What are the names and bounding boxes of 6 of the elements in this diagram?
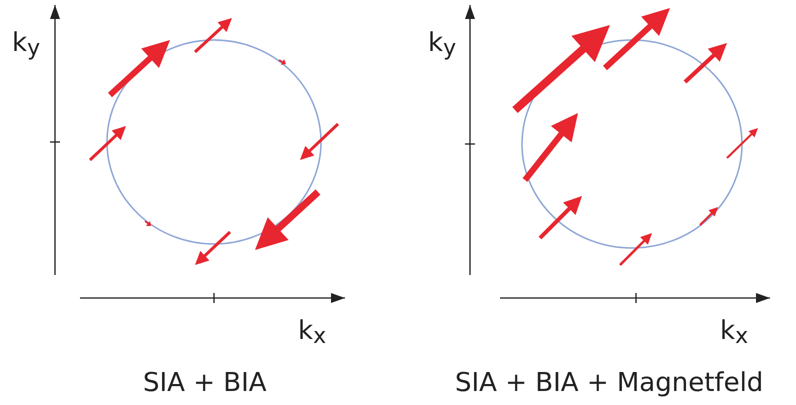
axis-label: k$_{y}$ bbox=[428, 30, 456, 60]
axis-label: k$_{x}$ bbox=[720, 318, 748, 348]
axis-label: k$_{y}$ bbox=[12, 30, 40, 60]
axis-label: k$_{x}$ bbox=[298, 318, 326, 348]
caption: SIA + BIA + Magnetfeld bbox=[455, 370, 764, 396]
caption: SIA + BIA bbox=[143, 370, 267, 396]
